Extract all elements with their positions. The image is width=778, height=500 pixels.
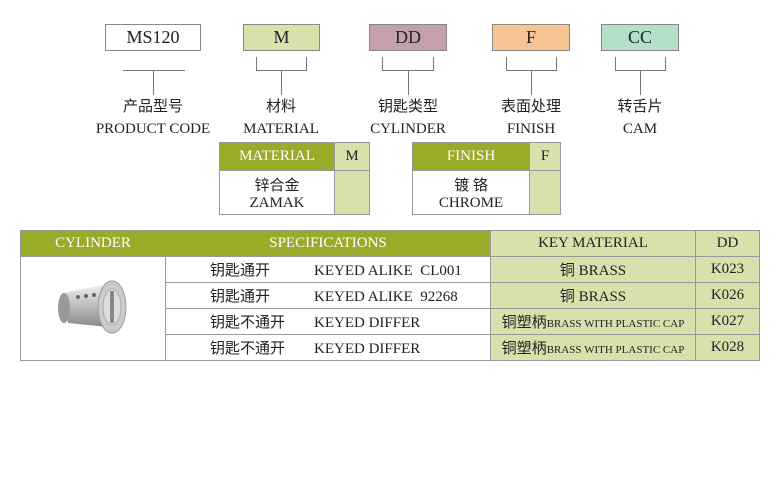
header-cylinder: CYLINDER <box>20 230 166 257</box>
bracket <box>506 57 557 71</box>
cylinder-table: CYLINDER SPECIFICATIONS KEY MATERIAL DD … <box>20 230 760 361</box>
finish-header: FINISH <box>412 142 530 171</box>
header-dd: DD <box>695 230 760 257</box>
connector-line <box>153 71 154 95</box>
connector-line <box>123 70 185 71</box>
bracket <box>256 57 307 71</box>
code-box-material: M <box>243 24 320 51</box>
code-box-finish: F <box>492 24 570 51</box>
code-box-cam: CC <box>601 24 679 51</box>
connector-line <box>281 71 282 95</box>
finish-code: F <box>529 142 561 171</box>
dd-cell: K026 <box>695 282 760 309</box>
material-code: M <box>334 142 370 171</box>
dd-cell: K023 <box>695 256 760 283</box>
header-key-material: KEY MATERIAL <box>490 230 696 257</box>
material-header: MATERIAL <box>219 142 335 171</box>
material-code-cell <box>334 170 370 215</box>
dd-cell: K027 <box>695 308 760 335</box>
header-specifications: SPECIFICATIONS <box>165 230 491 257</box>
key-material-cell: 铜塑柄BRASS WITH PLASTIC CAP <box>490 334 696 361</box>
finish-code-cell <box>529 170 561 215</box>
key-material-cell: 铜 BRASS <box>490 282 696 309</box>
cylinder-image <box>20 256 166 361</box>
connector-line <box>640 71 641 95</box>
code-box-product: MS120 <box>105 24 201 51</box>
key-material-cell: 铜 BRASS <box>490 256 696 283</box>
key-material-cell: 铜塑柄BRASS WITH PLASTIC CAP <box>490 308 696 335</box>
connector-line <box>408 71 409 95</box>
code-box-cylinder: DD <box>369 24 447 51</box>
bracket <box>382 57 434 71</box>
connector-line <box>531 71 532 95</box>
bracket <box>615 57 666 71</box>
lock-cylinder-icon <box>58 280 127 334</box>
dd-cell: K028 <box>695 334 760 361</box>
